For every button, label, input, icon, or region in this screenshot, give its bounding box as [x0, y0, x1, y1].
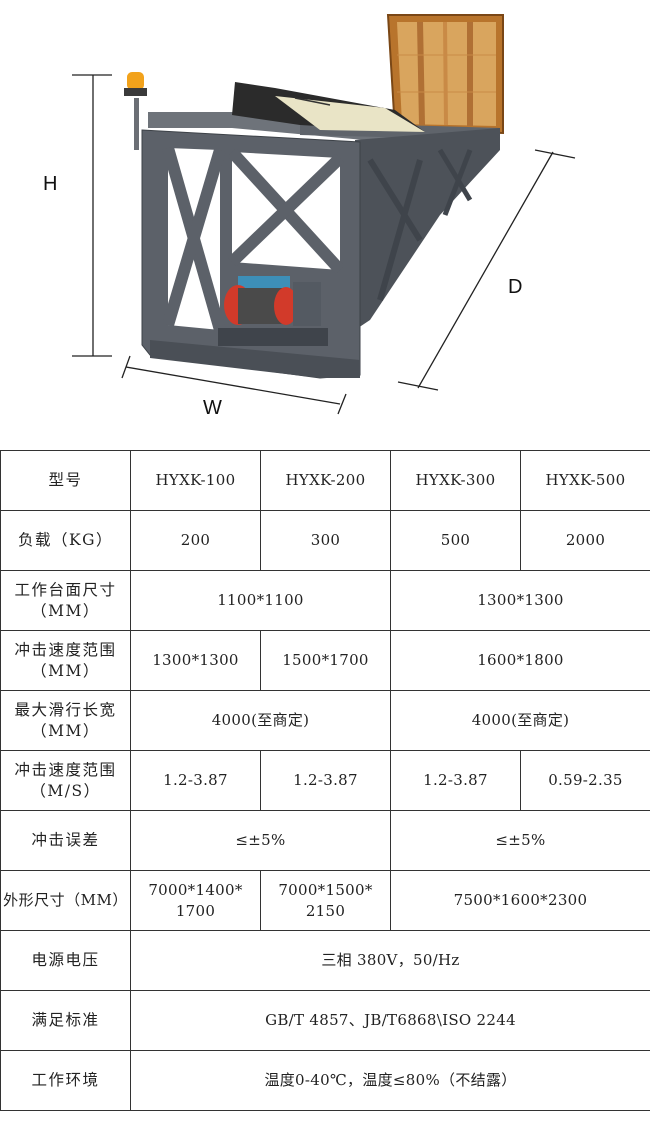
depth-label: D — [508, 276, 523, 298]
standard-cell: GB/T 4857、JB/T6868\ISO 2244 — [130, 990, 650, 1051]
impact-range-ms-cell: 1.2-3.87 — [390, 750, 521, 811]
load-cell: 300 — [260, 510, 391, 571]
row-label-model: 型号 — [0, 450, 131, 511]
impact-board — [386, 14, 504, 135]
table-row: 满足标准 GB/T 4857、JB/T6868\ISO 2244 — [0, 990, 650, 1051]
dimensions-cell: 7000*1400* 1700 — [130, 870, 261, 931]
table-size-cell: 1300*1300 — [390, 570, 650, 631]
row-label-line: 最大滑行长宽 — [14, 700, 117, 719]
machine-illustration — [72, 14, 576, 415]
row-label-impact-range-ms: 冲击速度范围 （M/S） — [0, 750, 131, 811]
table-row: 最大滑行长宽 （MM） 4000(至商定) 4000(至商定) — [0, 690, 650, 751]
row-label-slide-length: 最大滑行长宽 （MM） — [0, 690, 131, 751]
height-label: H — [43, 173, 58, 195]
impact-range-mm-cell: 1300*1300 — [130, 630, 261, 691]
impact-error-cell: ≤±5% — [390, 810, 650, 871]
row-label-table-size: 工作台面尺寸 （MM） — [0, 570, 131, 631]
impact-range-ms-cell: 1.2-3.87 — [130, 750, 261, 811]
impact-error-cell: ≤±5% — [130, 810, 391, 871]
row-label-impact-range-mm: 冲击速度范围 （MM） — [0, 630, 131, 691]
dimensions-line: 7000*1400* — [148, 880, 243, 899]
table-row: 外形尺寸（MM） 7000*1400* 1700 7000*1500* 2150… — [0, 870, 650, 931]
slide-length-cell: 4000(至商定) — [390, 690, 650, 751]
row-label-environment: 工作环境 — [0, 1050, 131, 1111]
table-row: 冲击速度范围 （MM） 1300*1300 1500*1700 1600*180… — [0, 630, 650, 691]
spec-table: 型号 HYXK-100 HYXK-200 HYXK-300 HYXK-500 负… — [0, 450, 650, 1111]
dimension-lines — [72, 74, 576, 415]
table-size-cell: 1100*1100 — [130, 570, 391, 631]
model-cell: HYXK-200 — [260, 450, 391, 511]
slide-length-cell: 4000(至商定) — [130, 690, 391, 751]
table-row: 工作台面尺寸 （MM） 1100*1100 1300*1300 — [0, 570, 650, 631]
table-row: 冲击速度范围 （M/S） 1.2-3.87 1.2-3.87 1.2-3.87 … — [0, 750, 650, 811]
dimensions-cell: 7000*1500* 2150 — [260, 870, 391, 931]
model-cell: HYXK-300 — [390, 450, 521, 511]
row-label-dimensions: 外形尺寸（MM） — [0, 870, 131, 931]
impact-range-ms-cell: 0.59-2.35 — [520, 750, 650, 811]
row-label-line: 工作台面尺寸 — [14, 580, 117, 599]
row-label-line: 冲击速度范围 — [14, 640, 117, 659]
product-figure: H W D — [0, 0, 650, 440]
row-label-standard: 满足标准 — [0, 990, 131, 1051]
warning-beacon — [124, 72, 147, 150]
model-cell: HYXK-500 — [520, 450, 650, 511]
impact-range-mm-cell: 1600*1800 — [390, 630, 650, 691]
dimensions-line: 1700 — [175, 901, 216, 920]
row-label-unit: （M/S） — [30, 781, 101, 800]
dimensions-line: 2150 — [305, 901, 346, 920]
dimensions-line: 7000*1500* — [278, 880, 373, 899]
width-label: W — [203, 397, 222, 419]
table-row: 负载（KG） 200 300 500 2000 — [0, 510, 650, 571]
load-cell: 500 — [390, 510, 521, 571]
table-row: 工作环境 温度0-40℃，温度≤80%（不结露） — [0, 1050, 650, 1111]
dimensions-cell: 7500*1600*2300 — [390, 870, 650, 931]
carriage — [232, 82, 425, 132]
model-cell: HYXK-100 — [130, 450, 261, 511]
row-label-unit: （MM） — [31, 721, 100, 740]
load-cell: 200 — [130, 510, 261, 571]
row-label-unit: （MM） — [31, 601, 100, 620]
row-label-unit: （MM） — [31, 661, 100, 680]
impact-range-mm-cell: 1500*1700 — [260, 630, 391, 691]
power-cell: 三相 380V，50/Hz — [130, 930, 650, 991]
row-label-power: 电源电压 — [0, 930, 131, 991]
row-label-load: 负载（KG） — [0, 510, 131, 571]
row-label-line: 冲击速度范围 — [14, 760, 117, 779]
winch-motor — [218, 276, 328, 346]
impact-range-ms-cell: 1.2-3.87 — [260, 750, 391, 811]
environment-cell: 温度0-40℃，温度≤80%（不结露） — [130, 1050, 650, 1111]
table-row: 电源电压 三相 380V，50/Hz — [0, 930, 650, 991]
row-label-impact-error: 冲击误差 — [0, 810, 131, 871]
table-row: 冲击误差 ≤±5% ≤±5% — [0, 810, 650, 871]
load-cell: 2000 — [520, 510, 650, 571]
table-row: 型号 HYXK-100 HYXK-200 HYXK-300 HYXK-500 — [0, 450, 650, 511]
